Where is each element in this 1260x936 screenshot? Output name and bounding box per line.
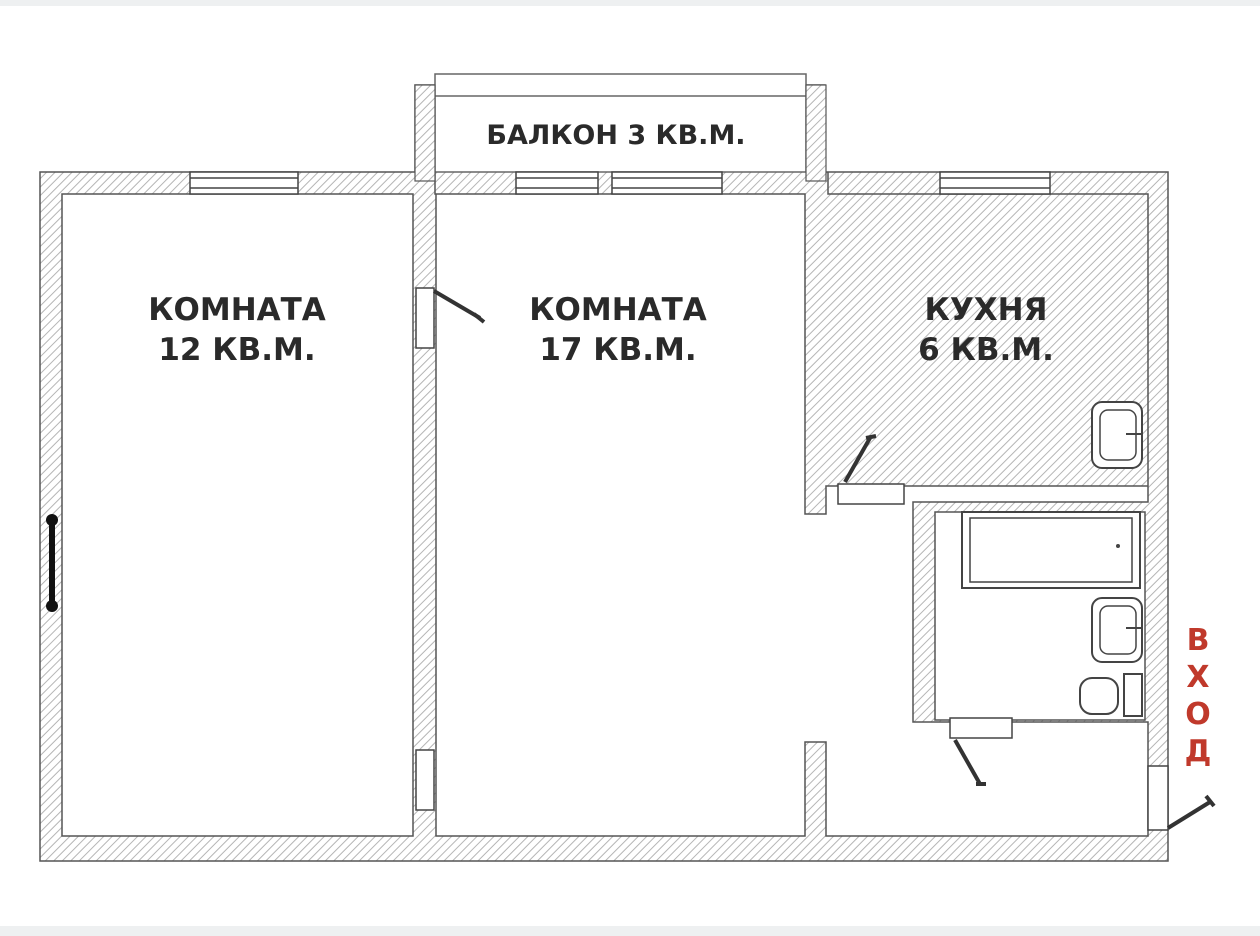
room-area: 6 КВ.М. [918, 332, 1054, 368]
radiator [46, 514, 58, 612]
floor-plan-canvas: БАЛКОН 3 КВ.М. КОМНАТА 12 КВ.М. КОМНАТА … [0, 6, 1260, 926]
floor-plan-drawing [39, 73, 1216, 862]
room-name: КОМНАТА [529, 292, 707, 328]
entrance-letter: В [1186, 623, 1210, 658]
walls [39, 84, 1169, 862]
room-area: 17 КВ.М. [539, 332, 697, 368]
entrance-letter: Х [1186, 660, 1210, 695]
door [949, 717, 1013, 786]
door [415, 749, 435, 811]
door [837, 434, 905, 505]
window [515, 171, 599, 195]
room-name: КОМНАТА [148, 292, 326, 328]
room-name: КУХНЯ [924, 292, 1048, 328]
bathroom-sink [1091, 597, 1143, 663]
entrance-letter: Д [1184, 734, 1212, 769]
door [415, 287, 486, 349]
entrance-letter: О [1185, 697, 1211, 732]
window [939, 171, 1051, 195]
kitchen-sink [1091, 401, 1143, 469]
balcony-label: БАЛКОН 3 КВ.М. [486, 120, 746, 151]
room-label: КУХНЯ 6 КВ.М. [918, 290, 1054, 370]
toilet [1079, 673, 1143, 717]
bathtub [961, 511, 1141, 589]
room-label: КОМНАТА 17 КВ.М. [529, 290, 707, 370]
room-label: КОМНАТА 12 КВ.М. [148, 290, 326, 370]
entrance-door [1147, 765, 1216, 831]
balcony [414, 73, 827, 182]
room-area: 12 КВ.М. [158, 332, 316, 368]
window [189, 171, 299, 195]
window [611, 171, 723, 195]
